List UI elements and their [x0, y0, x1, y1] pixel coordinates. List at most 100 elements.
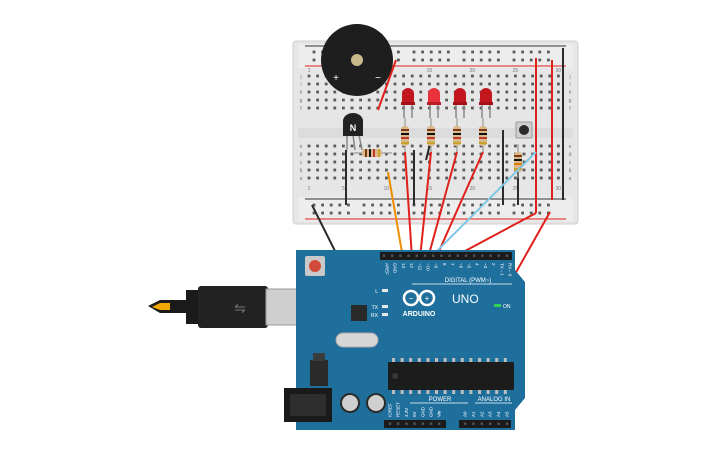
breadboard-hole[interactable]	[557, 98, 560, 102]
breadboard-hole[interactable]	[453, 82, 457, 86]
rail-hole[interactable]	[538, 50, 542, 54]
breadboard-hole[interactable]	[548, 176, 552, 180]
rail-hole[interactable]	[488, 211, 492, 215]
breadboard-hole[interactable]	[531, 98, 534, 102]
breadboard-hole[interactable]	[548, 160, 552, 164]
rail-hole[interactable]	[421, 211, 424, 215]
breadboard-hole[interactable]	[539, 82, 543, 86]
breadboard-hole[interactable]	[324, 152, 328, 156]
rail-hole[interactable]	[312, 203, 316, 207]
breadboard-hole[interactable]	[505, 90, 509, 94]
breadboard-hole[interactable]	[333, 152, 337, 156]
wire-led3-signal[interactable]	[427, 151, 458, 259]
breadboard-hole[interactable]	[419, 106, 423, 110]
breadboard-hole[interactable]	[488, 144, 491, 148]
breadboard-hole[interactable]	[514, 176, 517, 180]
header-pin[interactable]	[481, 254, 484, 257]
breadboard-hole[interactable]	[462, 82, 466, 86]
rail-hole[interactable]	[497, 203, 500, 207]
breadboard-hole[interactable]	[324, 168, 328, 172]
breadboard-hole[interactable]	[539, 152, 543, 156]
rail-hole[interactable]	[312, 211, 316, 215]
breadboard-hole[interactable]	[531, 74, 534, 78]
breadboard-hole[interactable]	[419, 82, 423, 86]
header-pin[interactable]	[399, 254, 402, 257]
breadboard-hole[interactable]	[428, 152, 431, 156]
breadboard-hole[interactable]	[522, 176, 526, 180]
breadboard-hole[interactable]	[385, 144, 388, 148]
piezo-buzzer[interactable]: + −	[321, 24, 393, 96]
breadboard-hole[interactable]	[410, 176, 414, 180]
breadboard-hole[interactable]	[514, 98, 517, 102]
rail-hole[interactable]	[538, 211, 542, 215]
breadboard-hole[interactable]	[359, 168, 362, 172]
breadboard-hole[interactable]	[445, 152, 448, 156]
breadboard-hole[interactable]	[419, 144, 423, 148]
breadboard-hole[interactable]	[367, 160, 371, 164]
breadboard-hole[interactable]	[522, 90, 526, 94]
rail-hole[interactable]	[471, 203, 474, 207]
breadboard-hole[interactable]	[539, 160, 543, 164]
breadboard-hole[interactable]	[557, 74, 560, 78]
rail-hole[interactable]	[329, 211, 333, 215]
breadboard-hole[interactable]	[342, 144, 345, 148]
breadboard-hole[interactable]	[428, 82, 431, 86]
breadboard-hole[interactable]	[367, 176, 371, 180]
breadboard-hole[interactable]	[496, 168, 500, 172]
breadboard-hole[interactable]	[307, 152, 311, 156]
rail-hole[interactable]	[521, 50, 524, 54]
breadboard-hole[interactable]	[393, 160, 397, 164]
breadboard-hole[interactable]	[393, 168, 397, 172]
rail-hole[interactable]	[329, 203, 333, 207]
header-pin[interactable]	[473, 254, 476, 257]
breadboard-hole[interactable]	[496, 160, 500, 164]
rail-hole[interactable]	[388, 203, 392, 207]
breadboard-hole[interactable]	[471, 90, 474, 94]
rail-hole[interactable]	[429, 203, 433, 207]
header-pin[interactable]	[382, 254, 386, 257]
breadboard-hole[interactable]	[367, 144, 371, 148]
breadboard-hole[interactable]	[505, 98, 509, 102]
breadboard-hole[interactable]	[342, 106, 345, 110]
rail-hole[interactable]	[521, 211, 524, 215]
breadboard-hole[interactable]	[557, 152, 560, 156]
wire-led4-signal[interactable]	[435, 151, 484, 259]
breadboard-hole[interactable]	[488, 152, 491, 156]
breadboard-hole[interactable]	[539, 144, 543, 148]
rail-hole[interactable]	[412, 50, 416, 54]
rail-hole[interactable]	[397, 211, 400, 215]
breadboard-hole[interactable]	[385, 106, 388, 110]
breadboard-hole[interactable]	[548, 98, 552, 102]
breadboard-hole[interactable]	[385, 176, 388, 180]
rail-hole[interactable]	[462, 50, 466, 54]
breadboard-hole[interactable]	[462, 160, 466, 164]
breadboard-hole[interactable]	[462, 144, 466, 148]
breadboard-hole[interactable]	[488, 160, 491, 164]
breadboard-hole[interactable]	[548, 74, 552, 78]
breadboard-hole[interactable]	[393, 90, 397, 94]
breadboard-hole[interactable]	[522, 98, 526, 102]
header-pin[interactable]	[472, 422, 475, 425]
rail-hole[interactable]	[479, 203, 483, 207]
rail-hole[interactable]	[512, 203, 516, 207]
rail-hole[interactable]	[547, 50, 550, 54]
rail-hole[interactable]	[321, 211, 324, 215]
breadboard-hole[interactable]	[479, 168, 483, 172]
rail-hole[interactable]	[397, 58, 400, 62]
breadboard-hole[interactable]	[548, 144, 552, 148]
breadboard-hole[interactable]	[445, 74, 448, 78]
breadboard-hole[interactable]	[505, 74, 509, 78]
breadboard-hole[interactable]	[479, 152, 483, 156]
breadboard-hole[interactable]	[419, 152, 423, 156]
breadboard-hole[interactable]	[359, 152, 362, 156]
header-pin[interactable]	[432, 254, 435, 257]
breadboard-hole[interactable]	[333, 168, 337, 172]
breadboard-hole[interactable]	[342, 160, 345, 164]
breadboard-hole[interactable]	[324, 106, 328, 110]
header-pin[interactable]	[397, 422, 400, 425]
breadboard-hole[interactable]	[333, 90, 337, 94]
rail-hole[interactable]	[529, 58, 533, 62]
rail-hole[interactable]	[362, 203, 366, 207]
breadboard-hole[interactable]	[471, 168, 474, 172]
breadboard-hole[interactable]	[496, 144, 500, 148]
